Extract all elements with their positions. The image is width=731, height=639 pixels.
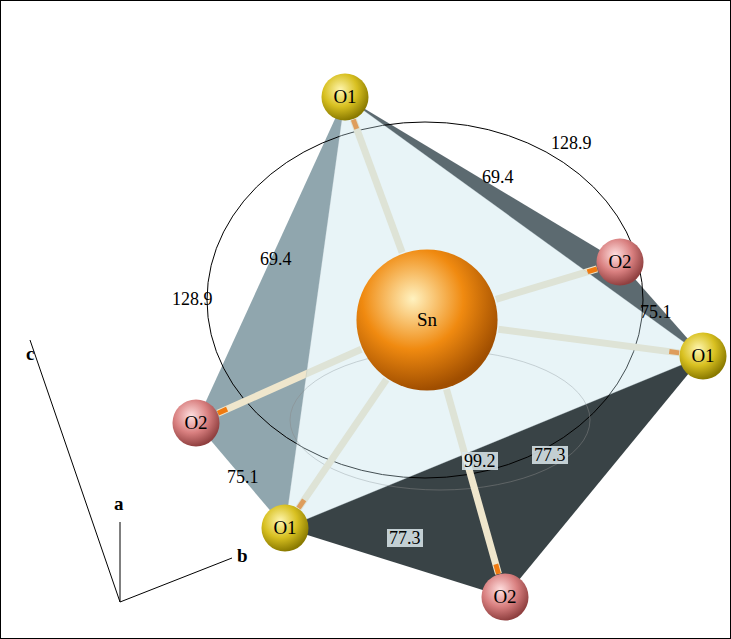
oxygen-atom: O1 bbox=[321, 73, 369, 121]
atom-label: Sn bbox=[417, 309, 437, 331]
oxygen-atom: O2 bbox=[481, 573, 529, 621]
atom-label: O1 bbox=[273, 517, 296, 539]
angle-label: 128.9 bbox=[172, 290, 213, 308]
bond-line bbox=[498, 329, 679, 353]
bond-line bbox=[218, 349, 361, 413]
bond-line bbox=[496, 269, 597, 299]
oxygen-atom: O2 bbox=[172, 399, 220, 447]
bond-line bbox=[353, 120, 402, 253]
angle-label: 75.1 bbox=[640, 303, 672, 321]
axis-label: a bbox=[114, 494, 124, 513]
angle-label: 77.3 bbox=[532, 446, 568, 464]
atom-label: O1 bbox=[691, 345, 714, 367]
oxygen-atom: O1 bbox=[261, 504, 309, 552]
angle-label: 128.9 bbox=[551, 134, 592, 152]
angle-label: 69.4 bbox=[482, 168, 514, 186]
oxygen-atom: O2 bbox=[596, 238, 644, 286]
axis-label: b bbox=[237, 546, 248, 565]
atom-label: O2 bbox=[608, 251, 631, 273]
angle-label: 77.3 bbox=[387, 529, 423, 547]
atom-label: O1 bbox=[333, 86, 356, 108]
bond-line bbox=[447, 389, 499, 574]
bond-line bbox=[299, 379, 387, 508]
oxygen-atom: O1 bbox=[679, 332, 727, 380]
angle-label: 75.1 bbox=[227, 468, 259, 486]
atom-label: O2 bbox=[184, 412, 207, 434]
axis-label: c bbox=[26, 344, 34, 363]
tin-atom: Sn bbox=[355, 248, 499, 392]
angle-label: 99.2 bbox=[462, 452, 498, 470]
atom-label: O2 bbox=[493, 586, 516, 608]
angle-label: 69.4 bbox=[260, 250, 292, 268]
